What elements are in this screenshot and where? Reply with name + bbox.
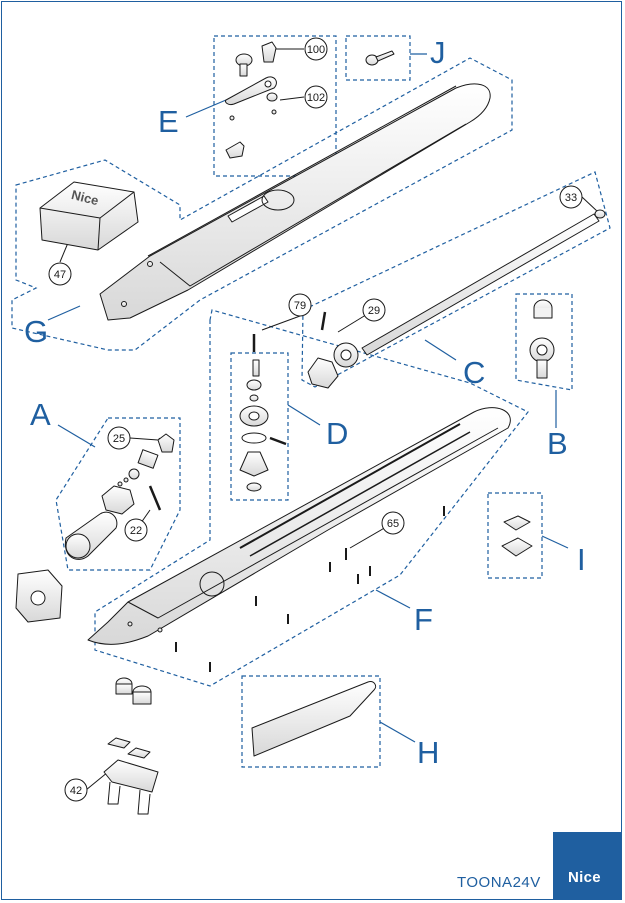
- part-release-lever: [225, 76, 277, 105]
- callout-labels: 100 102 47 33 79 29 25 22 65 42: [54, 44, 577, 797]
- part-mounting-bracket: [15, 569, 63, 623]
- part-clip-e: [225, 141, 245, 159]
- callout-102: [304, 85, 328, 109]
- part-number-100: 100: [307, 44, 325, 56]
- part-number-79: 79: [294, 300, 306, 312]
- part-number-29: 29: [368, 305, 380, 317]
- part-gear-stack-d: [239, 334, 287, 492]
- part-upper-housing: [99, 83, 491, 321]
- group-label-d: D: [326, 416, 349, 451]
- group-label-e: E: [158, 104, 179, 139]
- model-name: TOONA24V: [457, 874, 541, 891]
- part-number-65: 65: [387, 518, 399, 530]
- part-terminal-block-42: [103, 737, 159, 815]
- group-f-outline: [94, 309, 529, 687]
- group-label-g: G: [24, 314, 49, 349]
- part-cover-47: Nice: [39, 181, 139, 251]
- group-label-f: F: [414, 602, 433, 637]
- group-label-b: B: [547, 426, 568, 461]
- callouts: [48, 37, 599, 802]
- part-lock-cylinder-100: [261, 41, 277, 63]
- part-cable-caps: [115, 677, 152, 705]
- brand-logo-box: [553, 832, 621, 900]
- group-j-outline: [345, 35, 411, 81]
- part-number-102: 102: [307, 92, 325, 104]
- part-pinion-gear: [307, 357, 339, 389]
- part-number-25: 25: [113, 433, 125, 445]
- group-outlines: [11, 35, 611, 768]
- group-label-a: A: [30, 397, 51, 432]
- callout-22: [124, 518, 148, 542]
- part-number-22: 22: [130, 525, 142, 537]
- group-label-h: H: [417, 735, 440, 770]
- part-pin-22: [148, 485, 162, 511]
- part-pin-29: [320, 311, 327, 331]
- part-number-33: 33: [565, 192, 577, 204]
- part-base-housing-f: [87, 407, 511, 645]
- part-plate-h: [251, 681, 377, 757]
- group-a-outline: [55, 417, 181, 571]
- group-c-outline: [301, 171, 611, 388]
- group-label-i: I: [577, 542, 586, 577]
- part-tiny-screws-e: [229, 109, 277, 121]
- part-release-knob: [235, 53, 253, 77]
- part-key-j: [365, 50, 395, 66]
- group-g-outline: [11, 57, 513, 351]
- callout-79: [288, 293, 312, 317]
- callout-47: [48, 262, 72, 286]
- brand-logo: Nice: [568, 869, 601, 886]
- part-shaft-end-33: [594, 209, 606, 219]
- group-label-c: C: [463, 355, 486, 390]
- part-drive-shaft: [307, 209, 606, 389]
- group-i-outline: [487, 492, 543, 579]
- callout-33: [559, 185, 583, 209]
- cover-logo: Nice: [70, 187, 100, 208]
- letter-leaders: [47, 53, 569, 743]
- group-b-outline: [515, 293, 573, 391]
- callout-29: [362, 298, 386, 322]
- parts: Nice: [15, 41, 606, 815]
- group-h-outline: [241, 675, 381, 768]
- part-motor-assembly-a: [64, 433, 175, 560]
- callout-42: [64, 778, 88, 802]
- part-number-42: 42: [70, 785, 82, 797]
- callout-100: [304, 37, 328, 61]
- group-label-j: J: [430, 35, 446, 70]
- part-pads-i: [501, 515, 533, 557]
- part-bolt-25: [157, 433, 175, 453]
- callout-65: [381, 511, 405, 535]
- part-cap-102: [266, 92, 278, 102]
- part-number-47: 47: [54, 269, 66, 281]
- part-lock-cylinder-b: [533, 299, 553, 319]
- part-release-key-b: [529, 337, 555, 379]
- part-screws-65: [175, 506, 445, 672]
- group-d-outline: [230, 352, 289, 501]
